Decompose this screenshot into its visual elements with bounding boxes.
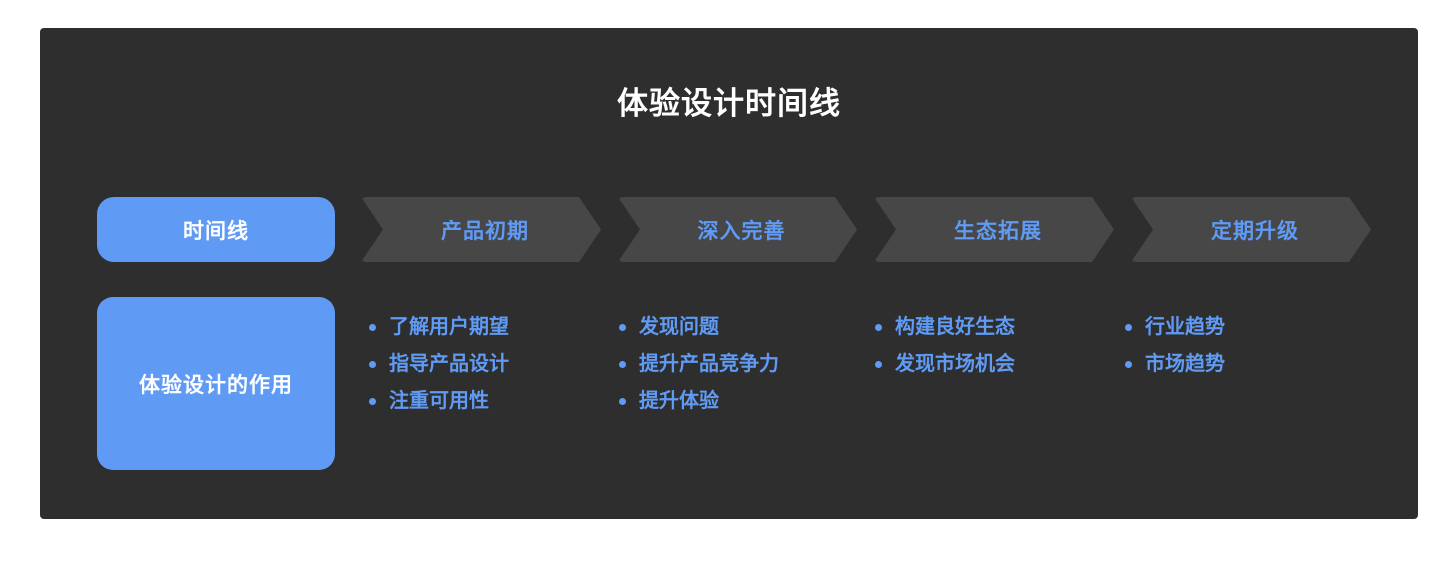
list-item: 提升产品竞争力 <box>619 346 869 383</box>
bullet-dot-icon <box>1125 324 1132 331</box>
phase-stage-1[interactable]: 产品初期 <box>361 197 601 262</box>
list-item-label: 提升产品竞争力 <box>639 353 779 375</box>
list-item-label: 提升体验 <box>639 390 719 412</box>
bullet-dot-icon <box>1125 361 1132 368</box>
list-item-label: 市场趋势 <box>1145 353 1225 375</box>
bullet-dot-icon <box>875 324 882 331</box>
timeline-card: 体验设计时间线 时间线 产品初期 深入完善 生态拓展 定期升级 体验设计的作用 <box>40 28 1418 519</box>
phase-stage-3-label: 生态拓展 <box>954 219 1042 243</box>
list-item-label: 构建良好生态 <box>895 316 1015 338</box>
list-item-label: 指导产品设计 <box>389 353 509 375</box>
phase-row-label-text: 时间线 <box>183 219 249 243</box>
list-item: 了解用户期望 <box>369 309 619 346</box>
bullet-dot-icon <box>619 361 626 368</box>
detail-column-1: 了解用户期望 指导产品设计 注重可用性 <box>369 297 619 420</box>
list-item-label: 发现市场机会 <box>895 353 1015 375</box>
list-item-label: 行业趋势 <box>1145 316 1225 338</box>
phase-stage-1-label: 产品初期 <box>441 219 529 243</box>
detail-row-label-text: 体验设计的作用 <box>139 373 293 397</box>
detail-column-3: 构建良好生态 发现市场机会 <box>875 297 1125 383</box>
bullet-dot-icon <box>369 398 376 405</box>
detail-row-label: 体验设计的作用 <box>97 297 335 470</box>
list-item: 指导产品设计 <box>369 346 619 383</box>
list-item: 构建良好生态 <box>875 309 1125 346</box>
list-item-label: 注重可用性 <box>389 390 489 412</box>
list-item: 市场趋势 <box>1125 346 1375 383</box>
page-title: 体验设计时间线 <box>617 86 841 121</box>
phase-stage-2[interactable]: 深入完善 <box>618 197 857 262</box>
list-item: 注重可用性 <box>369 383 619 420</box>
detail-row: 体验设计的作用 了解用户期望 指导产品设计 注重可用性 <box>97 297 1418 470</box>
list-item: 发现市场机会 <box>875 346 1125 383</box>
list-item-label: 了解用户期望 <box>389 316 509 338</box>
phase-stage-4-label: 定期升级 <box>1211 219 1299 243</box>
phase-row-label: 时间线 <box>97 197 335 262</box>
list-item: 行业趋势 <box>1125 309 1375 346</box>
bullet-dot-icon <box>369 361 376 368</box>
phase-stage-3[interactable]: 生态拓展 <box>874 197 1114 262</box>
bullet-dot-icon <box>875 361 882 368</box>
list-item: 发现问题 <box>619 309 869 346</box>
bullet-dot-icon <box>619 398 626 405</box>
phase-header-row: 时间线 产品初期 深入完善 生态拓展 定期升级 <box>97 197 1418 262</box>
phase-stage-4[interactable]: 定期升级 <box>1131 197 1371 262</box>
list-item: 提升体验 <box>619 383 869 420</box>
detail-column-4: 行业趋势 市场趋势 <box>1125 297 1375 383</box>
phase-stage-2-label: 深入完善 <box>697 219 786 243</box>
detail-column-2: 发现问题 提升产品竞争力 提升体验 <box>619 297 869 420</box>
bullet-dot-icon <box>369 324 376 331</box>
list-item-label: 发现问题 <box>639 316 719 338</box>
bullet-dot-icon <box>619 324 626 331</box>
